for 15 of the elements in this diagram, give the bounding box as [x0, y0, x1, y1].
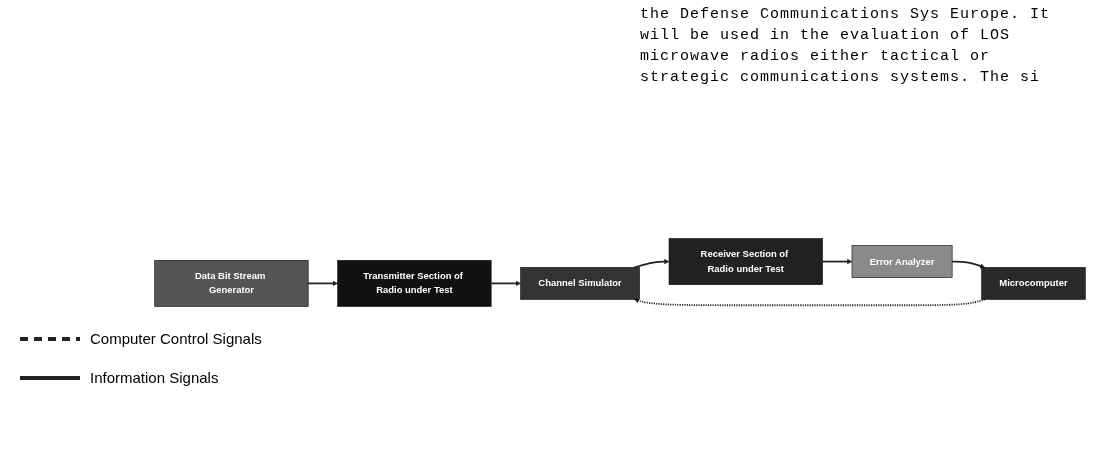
arrow [307, 280, 338, 286]
arrow [821, 259, 853, 265]
arrow [634, 298, 986, 307]
legend-text: Computer Control Signals [90, 330, 262, 347]
node-box: Receiver Section of Radio under Test [668, 238, 823, 285]
node-box: Transmitter Section of Radio under Test [337, 260, 492, 307]
node-box: Data Bit Stream Generator [154, 260, 309, 307]
arrow [490, 280, 521, 286]
node-box: Channel Simulator [520, 267, 640, 300]
arrow [951, 260, 986, 269]
node-box: Error Analyzer [851, 245, 953, 278]
arrow [633, 259, 670, 269]
body-text: the Defense Communications Sys Europe. It will be used in the evaluation of LOS microwave radios either tactical or strategic communications systems. The si [640, 5, 1052, 88]
legend-text: Information Signals [90, 369, 219, 386]
node-box: Microcomputer [981, 267, 1086, 300]
